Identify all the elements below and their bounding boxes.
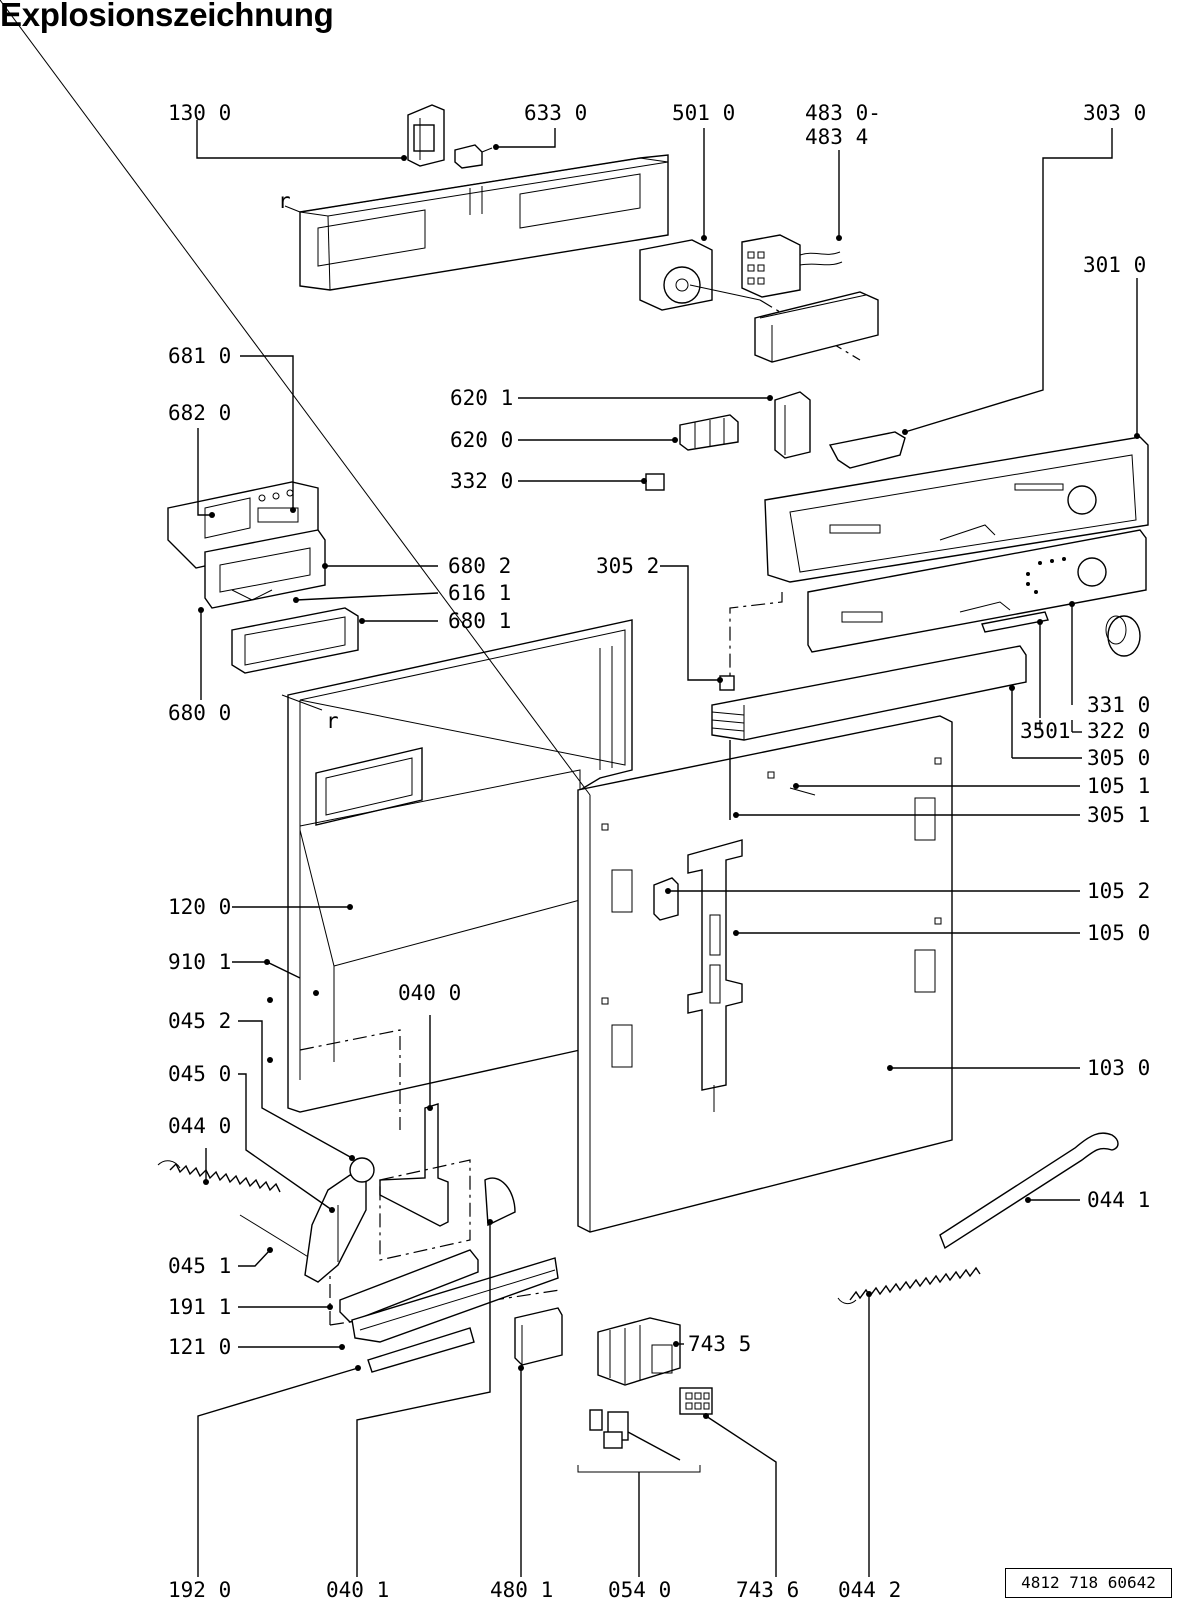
label-305-1: 305 1	[1087, 803, 1150, 827]
fascia-panel	[764, 436, 1149, 583]
label-350-1: 3501	[1020, 719, 1071, 743]
part-303-clip	[828, 431, 906, 469]
label-040-1: 040 1	[326, 1578, 389, 1602]
label-682-0: 682 0	[168, 401, 231, 425]
part-620-1	[774, 391, 811, 459]
label-045-2: 045 2	[168, 1009, 231, 1033]
label-044-1: 044 1	[1087, 1188, 1150, 1212]
part-501-timer	[639, 239, 861, 361]
label-044-0: 044 0	[168, 1114, 231, 1138]
control-panel-322	[807, 529, 1147, 653]
label-105-2: 105 2	[1087, 879, 1150, 903]
label-044-2: 044 2	[838, 1578, 901, 1602]
part-130-bracket	[407, 104, 445, 167]
label-303-0: 303 0	[1083, 101, 1146, 125]
hinge-plate	[687, 839, 743, 1112]
part-331-knob	[1105, 615, 1141, 657]
part-480-1	[514, 1307, 563, 1366]
part-350-keys	[981, 611, 1049, 633]
label-616-1: 616 1	[448, 581, 511, 605]
rod-044-1	[939, 1132, 1119, 1250]
lever-045-0	[304, 1157, 375, 1283]
bracket-040-0	[379, 1103, 471, 1261]
label-103-0: 103 0	[1087, 1056, 1150, 1080]
leader-lines	[196, 120, 1140, 1577]
label-121-0: 121 0	[168, 1335, 231, 1359]
label-680-2: 680 2	[448, 554, 511, 578]
label-680-1: 680 1	[448, 609, 511, 633]
control-panel-frame: r	[278, 154, 669, 291]
label-040-0: 040 0	[398, 981, 461, 1005]
label-045-0: 045 0	[168, 1062, 231, 1086]
svg-text:r: r	[278, 189, 291, 213]
part-040-1	[484, 1177, 516, 1227]
front-panel	[0, 0, 953, 1233]
inner-door: r	[281, 619, 633, 1113]
label-045-1: 045 1	[168, 1254, 231, 1278]
label-332-0: 332 0	[450, 469, 513, 493]
part-680-box	[167, 481, 326, 609]
label-681-0: 681 0	[168, 344, 231, 368]
part-105-2-bracket	[653, 877, 679, 921]
label-483-4: 483 4	[805, 125, 868, 149]
document-number: 4812 718 60642	[1021, 1573, 1156, 1592]
spring-044-2	[837, 1266, 981, 1305]
label-331-0: 331 0	[1087, 693, 1150, 717]
part-620-switch	[679, 414, 739, 451]
label-322-0: 322 0	[1087, 719, 1150, 743]
page-title: Explosionszeichnung	[0, 0, 334, 33]
part-680-1-seal	[231, 607, 359, 674]
label-130-0: 130 0	[168, 101, 231, 125]
label-743-6: 743 6	[736, 1578, 799, 1602]
label-305-0: 305 0	[1087, 746, 1150, 770]
bottom-rail	[339, 1249, 559, 1373]
part-483-connector	[741, 234, 843, 298]
label-620-1: 620 1	[450, 386, 513, 410]
label-633-0: 633 0	[524, 101, 587, 125]
label-743-5: 743 5	[688, 1332, 751, 1356]
document-number-box: 4812 718 60642	[1005, 1568, 1172, 1598]
panel-support	[711, 645, 1027, 741]
label-301-0: 301 0	[1083, 253, 1146, 277]
label-191-1: 191 1	[168, 1295, 231, 1319]
label-910-1: 910 1	[168, 950, 231, 974]
spring-044-0	[157, 1160, 311, 1259]
label-501-0: 501 0	[672, 101, 735, 125]
label-105-0: 105 0	[1087, 921, 1150, 945]
part-633-clip	[454, 144, 493, 169]
label-105-1: 105 1	[1087, 774, 1150, 798]
label-620-0: 620 0	[450, 428, 513, 452]
label-305-2: 305 2	[596, 554, 659, 578]
label-680-0: 680 0	[168, 701, 231, 725]
part-054-0	[577, 1409, 701, 1473]
label-192-0: 192 0	[168, 1578, 231, 1602]
part-743-6	[679, 1387, 713, 1415]
label-480-1: 480 1	[490, 1578, 553, 1602]
part-labels: 130 0 633 0 501 0 483 0- 483 4 303 0 301…	[168, 101, 1150, 1602]
part-743-5	[597, 1317, 681, 1386]
label-054-0: 054 0	[608, 1578, 671, 1602]
svg-text:r: r	[326, 709, 339, 733]
label-483-0: 483 0-	[805, 101, 881, 125]
label-120-0: 120 0	[168, 895, 231, 919]
timer-housing	[754, 291, 879, 363]
part-332-button	[645, 473, 665, 491]
